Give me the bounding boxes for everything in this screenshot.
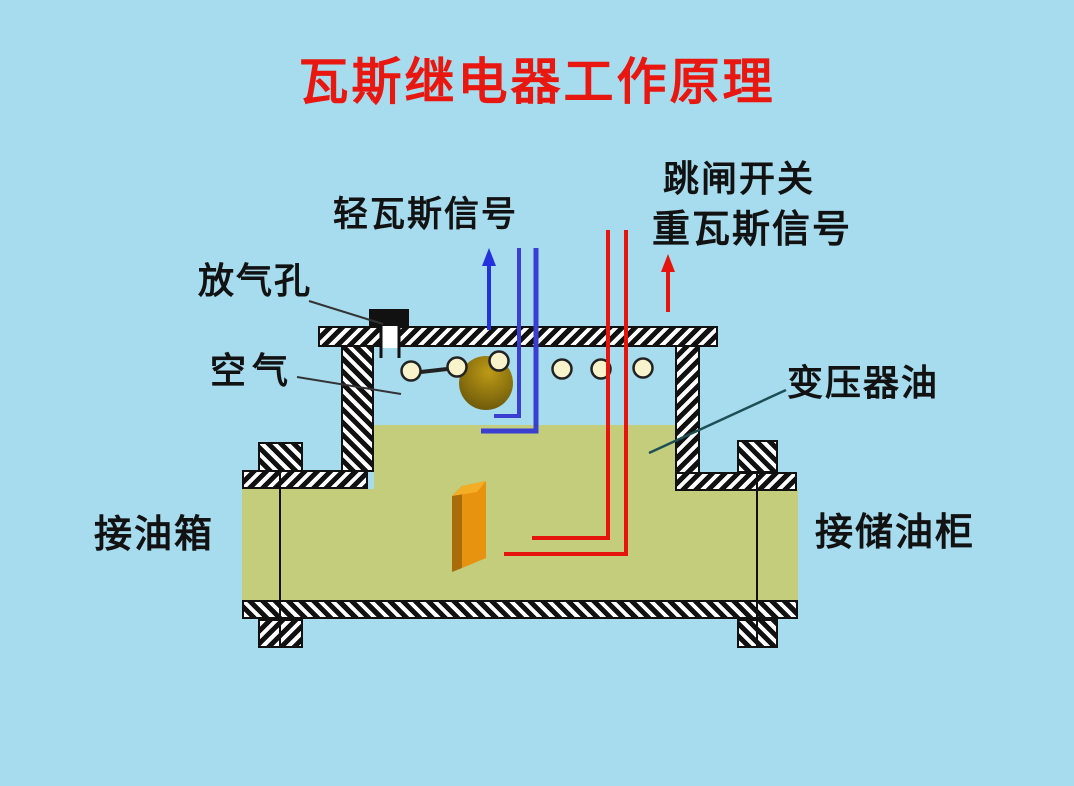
label-air-release-hole: 放气孔: [198, 261, 313, 301]
heavy-gas-contact-outer: [504, 230, 628, 556]
vent-leader-line: [308, 300, 384, 325]
light-gas-arrow-head: [482, 248, 496, 266]
light-gas-contact-outer: [481, 248, 539, 434]
left-flange-bar: [242, 470, 368, 489]
heavy-gas-contact-inner: [532, 230, 610, 540]
label-to-oil-tank: 接油箱: [94, 514, 215, 556]
bubble: [590, 358, 612, 380]
vent-cap: [369, 309, 409, 326]
label-trip-switch: 跳闸开关: [663, 159, 816, 199]
bubble: [446, 356, 468, 378]
baffle-plate: [452, 481, 486, 572]
label-air: 空气: [210, 351, 295, 391]
vent-tube-bore: [381, 326, 399, 348]
light-gas-contact-inner: [494, 248, 521, 418]
oil-leader-line: [648, 388, 787, 455]
bubble: [488, 350, 510, 372]
label-transformer-oil: 变压器油: [787, 363, 940, 403]
label-heavy-gas-signal: 重瓦斯信号: [652, 209, 853, 251]
heavy-gas-arrow-head: [661, 254, 675, 272]
gas-bubbles: [400, 350, 654, 382]
label-to-oil-conservator: 接储油柜: [815, 512, 976, 554]
bubble: [400, 360, 422, 382]
baffle-top-face: [452, 481, 486, 496]
bottom-pipe-wall: [242, 600, 798, 619]
baffle-front-face: [462, 481, 486, 568]
bubble: [632, 357, 654, 379]
bubble: [551, 358, 573, 380]
air-leader-line: [296, 376, 402, 395]
label-light-gas-signal: 轻瓦斯信号: [333, 195, 519, 234]
oil-channel: [242, 489, 798, 602]
housing-right-wall: [675, 345, 700, 474]
right-flange-bar: [675, 472, 797, 491]
baffle-side-face: [452, 486, 462, 572]
page-title: 瓦斯继电器工作原理: [298, 54, 776, 110]
